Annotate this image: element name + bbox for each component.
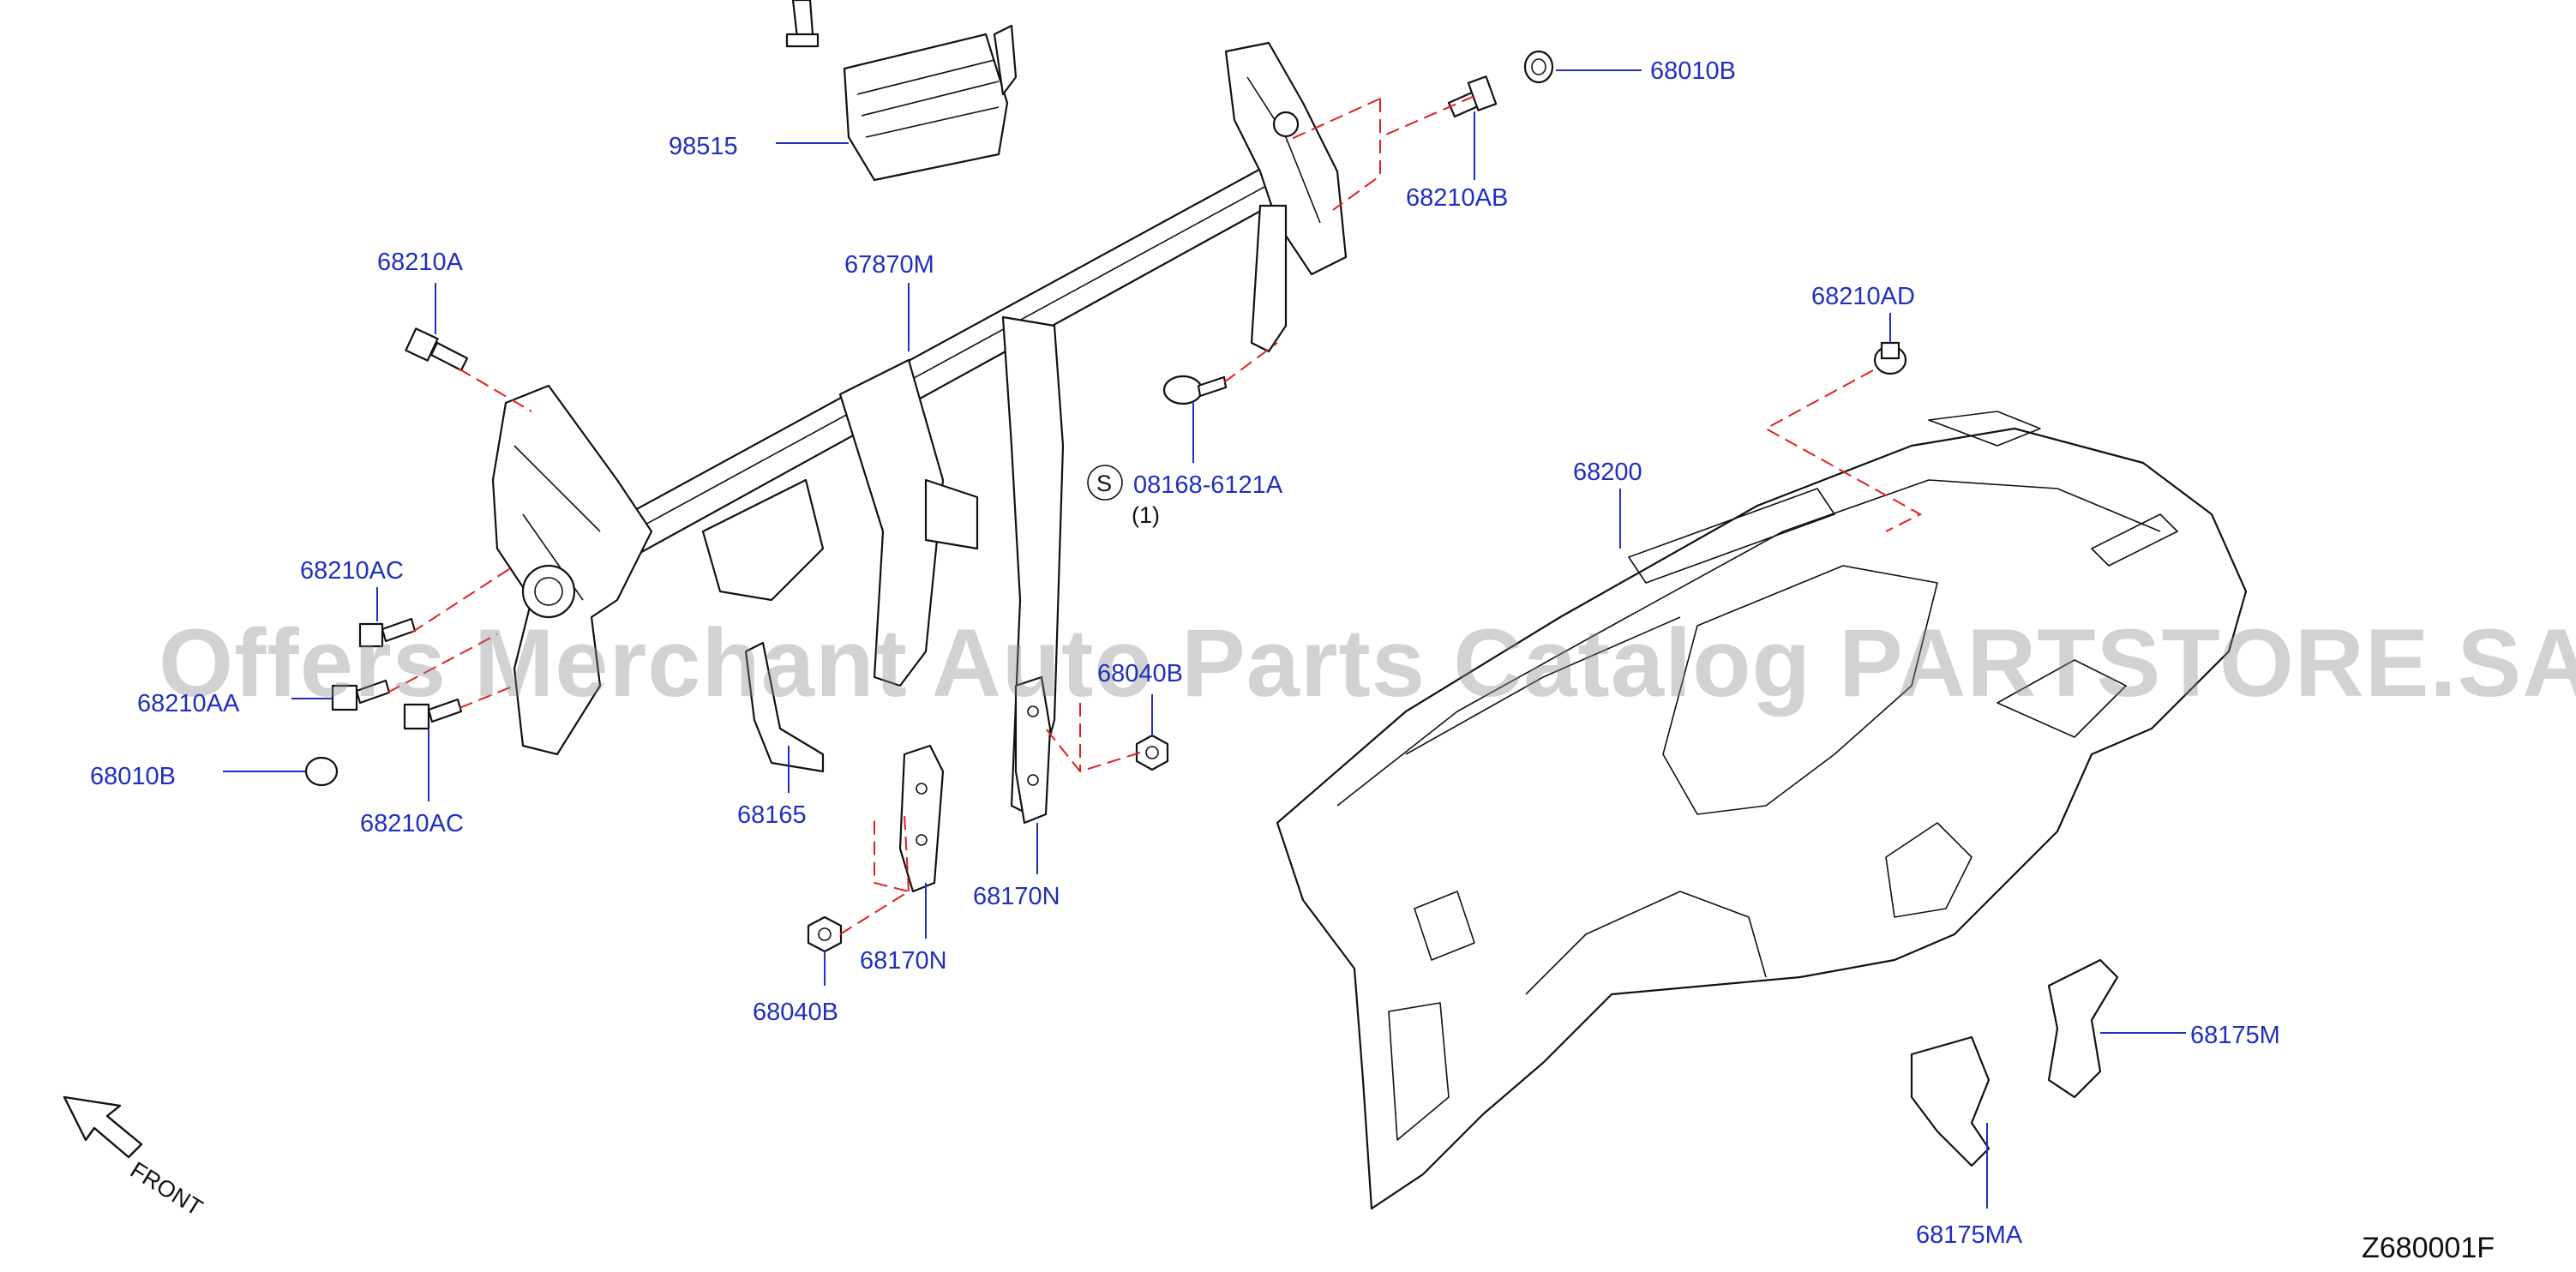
standard-part-circle — [1087, 465, 1123, 501]
drawing-code: Z680001F — [2362, 1232, 2495, 1264]
callout-68210AC-lower[interactable]: 68210AC — [360, 810, 464, 837]
callout-68165[interactable]: 68165 — [737, 801, 807, 829]
nut-68010B-top — [1523, 50, 1554, 84]
bolt-68210A — [405, 327, 469, 372]
callout-68170N-right[interactable]: 68170N — [973, 883, 1060, 910]
instrument-panel-part — [1276, 411, 2248, 1210]
nut-68040B — [807, 915, 843, 953]
screw-08168 — [1162, 375, 1228, 405]
callout-labels: 98515 68010B 68210AB 68210A 67870M 68210… — [90, 57, 2280, 1249]
callout-68175MA[interactable]: 68175MA — [1916, 1221, 2023, 1249]
bracket-68175M-part — [2047, 958, 2119, 1099]
callout-68200[interactable]: 68200 — [1573, 459, 1642, 486]
bolt-68210AB — [1447, 75, 1498, 118]
bolt-68210AD — [1873, 341, 1907, 375]
standard-part-quantity: (1) — [1132, 502, 1160, 528]
callout-08168-6121A[interactable]: 08168-6121A — [1133, 471, 1283, 499]
callout-68010B-top[interactable]: 68010B — [1650, 57, 1736, 85]
front-arrow: FRONT — [63, 1095, 207, 1221]
callout-68040B[interactable]: 68040B — [753, 999, 838, 1026]
front-arrow-icon — [63, 1095, 143, 1159]
front-label: FRONT — [126, 1157, 207, 1221]
callout-67870M[interactable]: 67870M — [844, 251, 934, 279]
callout-68170N-left[interactable]: 68170N — [860, 947, 947, 975]
bolt-68210AA — [331, 679, 391, 711]
callout-68210AB[interactable]: 68210AB — [1406, 184, 1508, 212]
nut-68010B — [304, 756, 339, 787]
callout-68010B[interactable]: 68010B — [90, 763, 176, 790]
callout-68210AC-upper[interactable]: 68210AC — [300, 557, 404, 585]
leader-lines — [223, 69, 2186, 1209]
bracket-68170N-right-part — [1014, 675, 1052, 825]
steering-member-part — [491, 41, 1348, 816]
bracket-68175MA-part — [1910, 1035, 1991, 1167]
bracket-68165-part — [744, 641, 825, 773]
bracket-68170N-left-part — [898, 744, 945, 893]
nut-68040B-upper — [1135, 734, 1169, 771]
callout-68040B-upper[interactable]: 68040B — [1097, 660, 1183, 687]
catalog-watermark: Offers Merchant Auto Parts Catalog PARTS… — [159, 609, 2576, 717]
callout-68210AD[interactable]: 68210AD — [1811, 283, 1915, 310]
callout-68210A[interactable]: 68210A — [377, 249, 464, 276]
assembly-lines — [387, 95, 1923, 935]
standard-part-symbol: S — [1096, 471, 1112, 496]
airbag-module-part — [785, 0, 1018, 182]
callout-98515[interactable]: 98515 — [669, 133, 738, 160]
bolt-68210AC-lower — [403, 698, 463, 730]
callout-68175M[interactable]: 68175M — [2190, 1022, 2280, 1049]
callout-68210AA[interactable]: 68210AA — [137, 690, 240, 717]
